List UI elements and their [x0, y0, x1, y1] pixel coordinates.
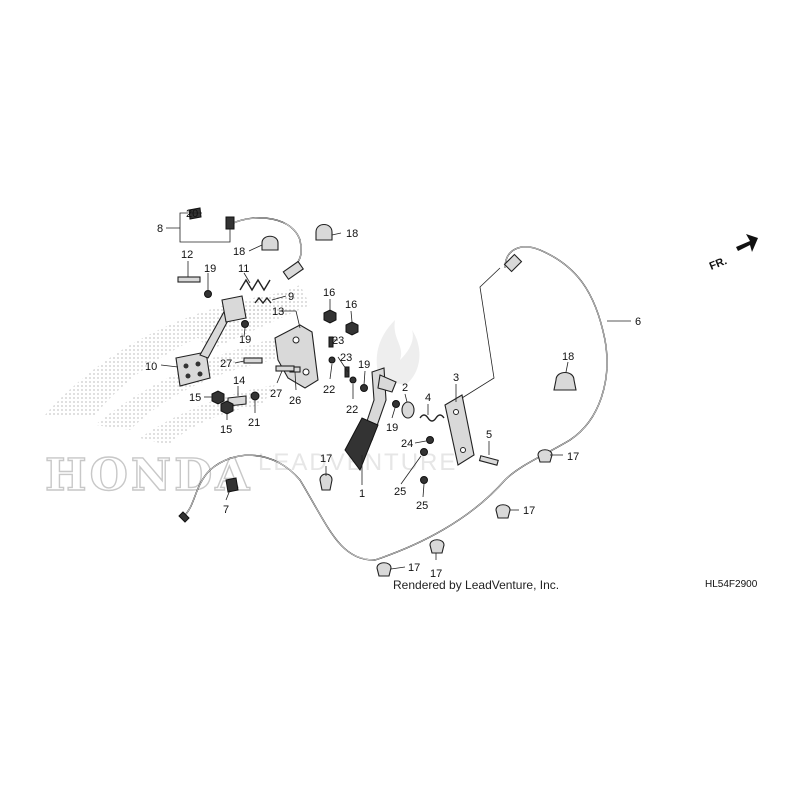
callout-15: 15	[189, 392, 201, 404]
callout-18: 18	[346, 228, 358, 240]
callout-17: 17	[430, 568, 442, 580]
callout-14: 14	[233, 375, 245, 387]
callout-18: 18	[233, 246, 245, 258]
callout-19: 19	[204, 263, 216, 275]
callout-23: 23	[332, 335, 344, 347]
callout-25: 25	[394, 486, 406, 498]
callout-17: 17	[567, 451, 579, 463]
callout-27: 27	[220, 358, 232, 370]
callout-19: 19	[358, 359, 370, 371]
callout-25: 25	[416, 500, 428, 512]
callout-16: 16	[345, 299, 357, 311]
callout-11: 11	[238, 263, 249, 275]
callout-10: 10	[145, 361, 157, 373]
small-parts	[177, 207, 577, 577]
callout-26: 26	[289, 395, 301, 407]
front-direction-indicator: FR.	[708, 234, 758, 273]
callout-6: 6	[635, 316, 641, 328]
callout-labels: 8 20 18 18 12 19 11 9 19 10 13 16 16 23 …	[145, 208, 641, 580]
callout-1: 1	[359, 488, 365, 500]
accelerator-pedal	[344, 367, 397, 472]
callout-17: 17	[523, 505, 535, 517]
callout-18: 18	[562, 351, 574, 363]
callout-27: 27	[270, 388, 282, 400]
front-arrow-icon	[736, 234, 758, 252]
pedal-assembly	[175, 295, 247, 387]
callout-9: 9	[288, 291, 294, 303]
callout-8: 8	[157, 223, 163, 235]
callout-16: 16	[323, 287, 335, 299]
bracket	[274, 324, 319, 389]
leader-lines	[160, 212, 631, 570]
callout-3: 3	[453, 372, 459, 384]
callout-22: 22	[346, 404, 358, 416]
callout-13: 13	[272, 306, 284, 318]
fr-label: FR.	[708, 255, 729, 273]
callout-23: 23	[340, 352, 352, 364]
rendered-by-credit: Rendered by LeadVenture, Inc.	[393, 578, 559, 592]
callout-21: 21	[248, 417, 260, 429]
honda-watermark-text: HONDA	[45, 450, 252, 501]
callout-7: 7	[223, 504, 229, 516]
callout-19: 19	[239, 334, 251, 346]
throttle-cable-long	[178, 246, 608, 561]
callout-12: 12	[181, 249, 193, 261]
diagram-code: HL54F2900	[705, 579, 758, 590]
callout-2: 2	[402, 382, 408, 394]
callout-19: 19	[386, 422, 398, 434]
callout-15: 15	[220, 424, 232, 436]
callout-22: 22	[323, 384, 335, 396]
callout-24: 24	[401, 438, 413, 450]
leadventure-flame-watermark	[376, 320, 420, 385]
callout-5: 5	[486, 429, 492, 441]
callout-17: 17	[320, 453, 332, 465]
throttle-cable-short	[225, 216, 305, 281]
callout-20: 20	[186, 208, 198, 220]
callout-17: 17	[408, 562, 420, 574]
callout-4: 4	[425, 392, 431, 404]
